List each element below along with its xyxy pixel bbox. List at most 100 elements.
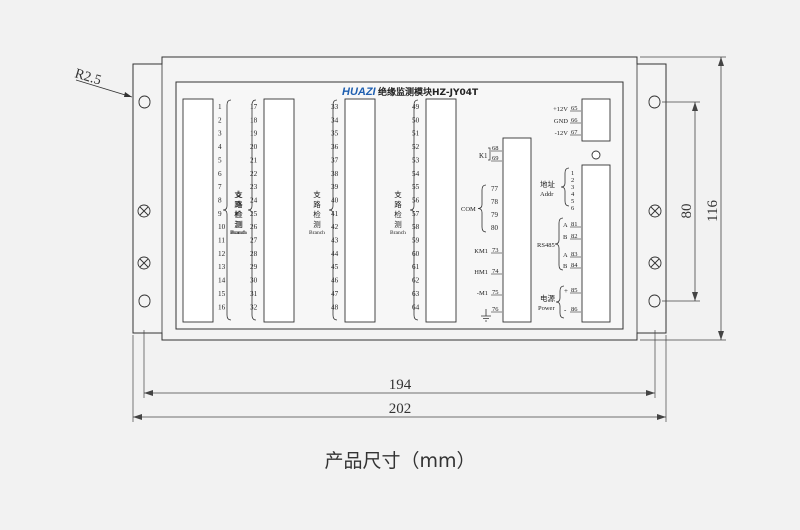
terminal-number: 62	[412, 277, 420, 285]
bracket	[328, 99, 338, 321]
terminal-number: 79	[491, 211, 499, 219]
terminal-number: 58	[412, 223, 420, 231]
terminal-label: -12V	[555, 130, 569, 137]
terminal-number: 25	[250, 210, 258, 218]
addr-digit: 3	[571, 184, 574, 191]
dimension-height-inner: 80	[679, 204, 695, 219]
brand-logo: HUAZI	[342, 86, 377, 98]
bracket	[560, 167, 570, 207]
bracket	[247, 99, 257, 321]
branch-label-cn: 支	[234, 189, 242, 199]
addr-digit: 5	[571, 198, 574, 205]
branch-label-cn: 检	[394, 209, 402, 219]
branch-label-cn: 路	[235, 199, 243, 209]
terminal-number: 77	[491, 185, 499, 193]
bracket	[477, 184, 487, 233]
terminal-label: A	[563, 252, 568, 259]
terminal-number: 55	[412, 183, 420, 191]
bracket	[222, 99, 232, 321]
addr-label-cn: 地址	[540, 179, 555, 189]
terminal-strip-3	[344, 98, 376, 323]
branch-label-cn: 检	[235, 209, 243, 219]
terminal-label: GND	[554, 118, 568, 125]
terminal-number: 4	[218, 143, 222, 151]
power-label-cn: 电源	[540, 293, 555, 303]
terminal-number: 27	[250, 237, 258, 245]
terminal-number: 75	[492, 289, 499, 296]
terminal-strip-7	[581, 164, 611, 323]
branch-label-cn: 路	[313, 199, 321, 209]
branch-label-cn: 支	[313, 189, 321, 199]
terminal-number: 30	[250, 277, 258, 285]
terminal-strip-1	[182, 98, 214, 323]
branch-label-cn: 支	[394, 189, 402, 199]
terminal-number: 81	[571, 221, 578, 228]
terminal-number: 50	[412, 116, 420, 124]
terminal-number: 21	[250, 156, 258, 164]
addr-digit: 4	[571, 191, 575, 198]
terminal-number: 84	[571, 262, 578, 269]
terminal-number: 83	[571, 251, 578, 258]
branch-label-cn: 支	[235, 189, 243, 199]
terminal-number: 11	[218, 237, 225, 245]
terminal-number: 35	[331, 130, 339, 138]
terminal-label: B	[563, 263, 568, 270]
terminal-label: +12V	[553, 106, 568, 113]
terminal-number: 38	[331, 170, 339, 178]
terminal-number: 23	[250, 183, 258, 191]
terminal-number: 8	[218, 196, 222, 204]
dimension-width-outer: 202	[389, 401, 412, 417]
terminal-strip-4	[425, 98, 457, 323]
terminal-number: 64	[412, 303, 420, 311]
dimension-width-inner: 194	[389, 377, 412, 393]
terminal-number: 42	[331, 223, 339, 231]
ground-icon	[481, 309, 491, 322]
terminal-number: 36	[331, 143, 339, 151]
module-title: 绝缘监测模块HZ-JY04T	[378, 86, 479, 98]
terminal-number: 57	[412, 210, 420, 218]
terminal-number: 82	[571, 233, 578, 240]
rs485-label: RS485	[537, 242, 555, 249]
terminal-number: 40	[331, 196, 339, 204]
terminal-number: 78	[491, 198, 499, 206]
terminal-number: 56	[412, 196, 420, 204]
mounting-slot-top-left	[138, 95, 151, 109]
terminal-number: 16	[218, 303, 226, 311]
terminal-number: 53	[412, 156, 420, 164]
addr-digit: 2	[571, 177, 574, 184]
terminal-number: 60	[412, 250, 420, 258]
terminal-label: KM1	[474, 248, 488, 255]
terminal-number: 47	[331, 290, 339, 298]
mounting-slot-top-right	[648, 95, 661, 109]
terminal-number: 33	[331, 103, 339, 111]
branch-label-cn: 路	[234, 199, 242, 209]
terminal-number: 34	[331, 116, 339, 124]
branch-label-cn: 检	[234, 209, 242, 219]
bracket	[409, 99, 419, 321]
branch-label-en: Branch	[309, 230, 325, 236]
caption: 产品尺寸（mm）	[324, 450, 476, 472]
terminal-strip-6	[581, 98, 611, 142]
branch-label-cn: 测	[234, 220, 242, 229]
terminal-number: 10	[218, 223, 226, 231]
terminal-number: 17	[250, 103, 258, 111]
terminal-number: 73	[492, 247, 499, 254]
terminal-label: B	[563, 234, 568, 241]
terminal-number: 85	[571, 287, 578, 294]
terminal-label: -M1	[477, 290, 488, 297]
terminal-number: 28	[250, 250, 258, 258]
terminal-label: +	[564, 287, 568, 295]
k1-label: K1	[479, 152, 488, 160]
terminal-number: 59	[412, 237, 420, 245]
terminal-number: 5	[218, 156, 222, 164]
addr-digit: 6	[571, 205, 575, 212]
terminal-label: HM1	[474, 269, 488, 276]
terminal-number: 24	[250, 196, 258, 204]
terminal-number: 13	[218, 263, 226, 271]
terminal-number: 41	[331, 210, 339, 218]
terminal-number: 12	[218, 250, 226, 258]
terminal-number: 45	[331, 263, 339, 271]
branch-label-cn: 测	[235, 220, 243, 229]
terminal-number: 86	[571, 306, 578, 313]
terminal-number: 63	[412, 290, 420, 298]
